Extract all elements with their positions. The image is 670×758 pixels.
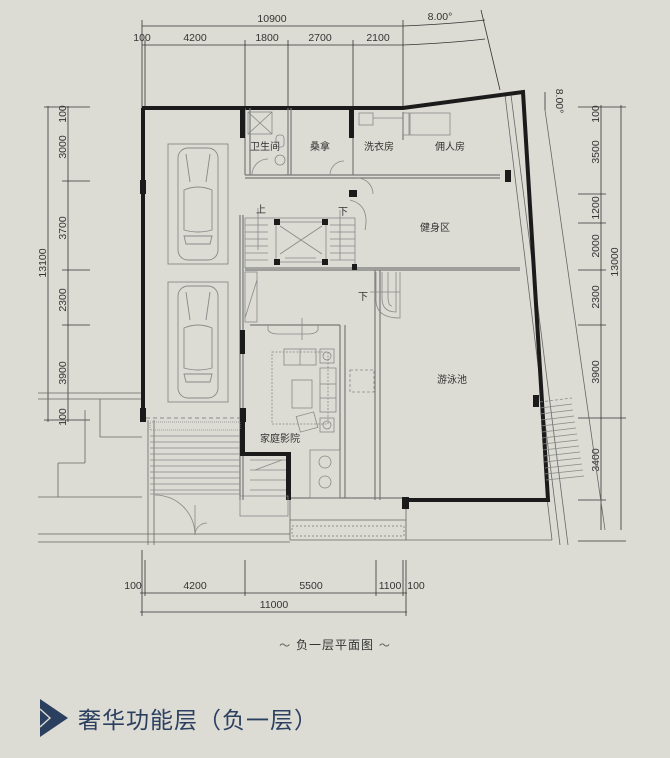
parking-bay-2 bbox=[167, 281, 229, 403]
dim-left-seg-3: 2300 bbox=[57, 288, 69, 312]
garage bbox=[146, 143, 240, 419]
left-dim-labels: 100 3000 3700 2300 3900 100 13100 bbox=[37, 105, 69, 426]
theater-furniture bbox=[267, 318, 375, 499]
wall-columns bbox=[140, 108, 539, 509]
dim-right-seg-4: 2300 bbox=[590, 285, 602, 309]
dim-top-seg-3: 2700 bbox=[308, 32, 332, 44]
dim-right-seg-0: 100 bbox=[590, 105, 602, 123]
pool-stair-down-marker: 下 bbox=[358, 292, 368, 303]
dim-top-seg-2: 1800 bbox=[255, 32, 279, 44]
plan-caption: ～ 负一层平面图 ～ bbox=[0, 636, 670, 653]
washer-icon bbox=[358, 112, 374, 126]
section-heading: 奢华功能层（负一层） bbox=[40, 698, 318, 738]
dim-top-seg-0: 100 bbox=[133, 32, 151, 44]
caption-text: 负一层平面图 bbox=[295, 638, 374, 652]
bed-icon bbox=[409, 112, 451, 136]
coffee-table bbox=[291, 379, 313, 409]
fixtures bbox=[247, 111, 451, 231]
dim-left-overall: 13100 bbox=[37, 248, 49, 277]
room-label-bathroom: 卫生间 bbox=[250, 140, 280, 153]
room-label-theater: 家庭影院 bbox=[260, 432, 300, 445]
dim-left-seg-5: 100 bbox=[57, 408, 69, 426]
exterior-wall bbox=[142, 89, 551, 502]
dim-bottom-seg-2: 5500 bbox=[299, 580, 323, 592]
room-label-sauna: 桑拿 bbox=[310, 140, 330, 153]
dim-left-seg-0: 100 bbox=[57, 105, 69, 123]
stairwell bbox=[244, 208, 356, 491]
dim-bottom-seg-0: 100 bbox=[124, 580, 142, 592]
fixture-markers bbox=[274, 219, 357, 270]
dim-right-seg-5: 3900 bbox=[590, 360, 602, 384]
stair-down-marker: 下 bbox=[338, 207, 348, 218]
car-icon bbox=[177, 147, 219, 261]
dim-right-angle: 8.00° bbox=[553, 89, 565, 114]
room-label-servant: 佣人房 bbox=[435, 140, 465, 153]
toilet-icon bbox=[275, 134, 285, 148]
bottom-dimensions bbox=[140, 550, 407, 616]
sink-icon bbox=[274, 154, 286, 166]
dim-left-seg-1: 3000 bbox=[57, 135, 69, 159]
stair-up-marker: 上 bbox=[256, 204, 266, 216]
left-dimensions bbox=[44, 106, 90, 422]
dim-top-seg-1: 4200 bbox=[183, 32, 207, 44]
dim-top-angle: 8.00° bbox=[428, 11, 453, 23]
room-label-pool: 游泳池 bbox=[437, 373, 467, 386]
right-dim-labels: 100 3500 1200 2000 2300 3900 3400 13000 … bbox=[553, 89, 621, 472]
dim-top-seg-4: 2100 bbox=[366, 32, 390, 44]
room-label-gym: 健身区 bbox=[420, 221, 450, 234]
top-dimensions bbox=[141, 9, 501, 110]
dim-right-overall: 13000 bbox=[609, 247, 621, 276]
garage-ramp bbox=[149, 421, 289, 536]
shower-icon bbox=[247, 111, 273, 135]
caption-ornament-right: ～ bbox=[378, 639, 391, 652]
site-lines bbox=[38, 94, 606, 546]
planter-strip bbox=[291, 525, 405, 537]
dim-bottom-seg-3: 1100 bbox=[379, 580, 402, 592]
dim-right-seg-1: 3500 bbox=[590, 140, 602, 164]
section-title: 奢华功能层（负一层） bbox=[78, 708, 318, 734]
dim-right-seg-3: 2000 bbox=[590, 234, 602, 258]
dim-right-seg-6: 3400 bbox=[590, 448, 602, 472]
floor-plan: 10900 8.00° 100 4200 1800 2700 2100 100 … bbox=[37, 9, 626, 616]
dim-bottom-seg-4: 100 bbox=[407, 580, 425, 592]
dim-left-seg-2: 3700 bbox=[57, 216, 69, 240]
caption-ornament-left: ～ bbox=[279, 639, 292, 652]
dim-right-seg-2: 1200 bbox=[590, 196, 602, 220]
dim-bottom-seg-1: 4200 bbox=[183, 580, 207, 592]
car-icon bbox=[177, 285, 219, 399]
dim-top-overall: 10900 bbox=[257, 13, 286, 25]
elevator-icon bbox=[275, 221, 327, 263]
right-dimensions bbox=[544, 92, 626, 542]
room-label-laundry: 洗衣房 bbox=[364, 140, 394, 153]
sofa-icon bbox=[319, 367, 337, 413]
pool-steps bbox=[370, 272, 401, 319]
exterior-stair bbox=[539, 397, 585, 481]
parking-bay-1 bbox=[167, 143, 229, 265]
armchair-icon bbox=[295, 411, 319, 433]
triangle-marker-icon bbox=[40, 699, 68, 737]
dim-bottom-overall: 11000 bbox=[260, 599, 289, 611]
dim-left-seg-4: 3900 bbox=[57, 361, 69, 385]
